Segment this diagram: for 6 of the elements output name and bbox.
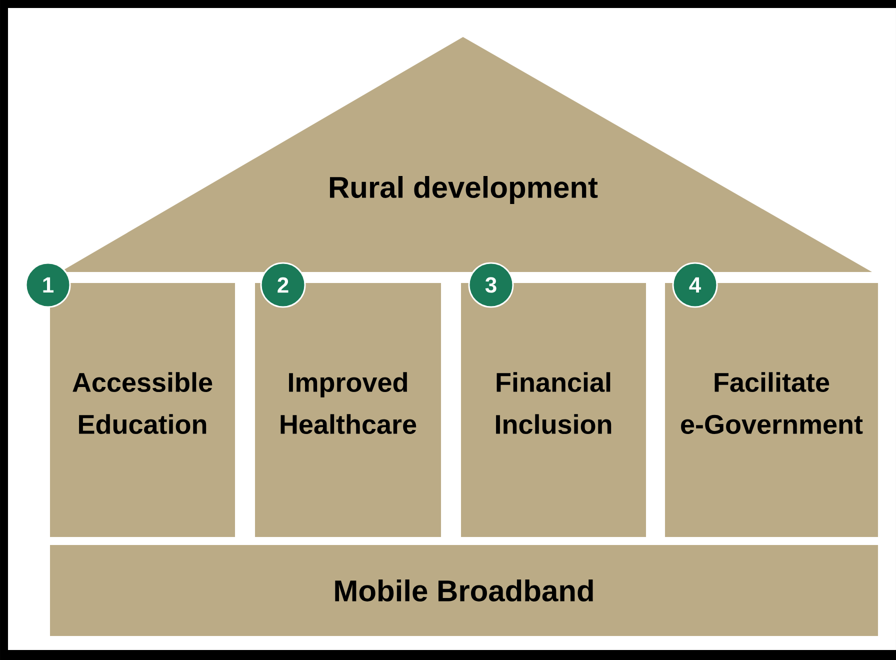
roof-triangle: Rural development <box>60 36 872 272</box>
number-badge: 1 <box>25 262 71 308</box>
foundation-box: Mobile Broadband <box>50 544 878 636</box>
number-badge: 2 <box>260 262 306 308</box>
number-badge: 4 <box>672 262 718 308</box>
number-badge: 3 <box>468 262 514 308</box>
